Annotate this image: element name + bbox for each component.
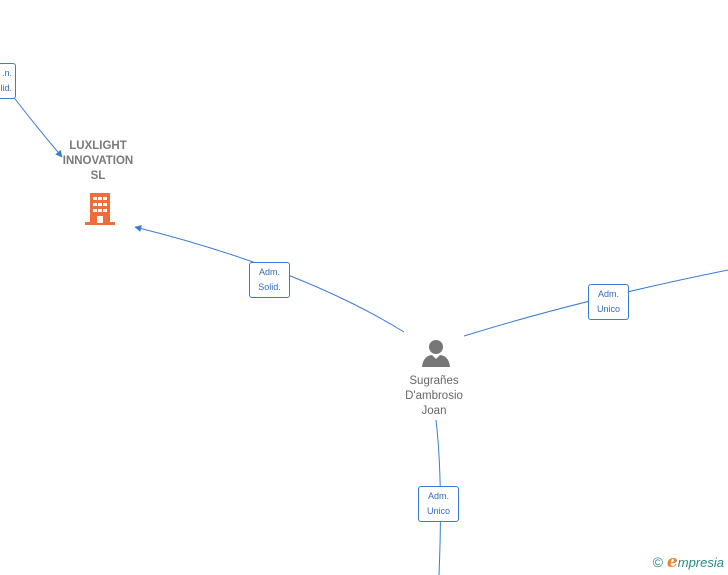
- brand-initial: e: [666, 552, 678, 572]
- edge-label-person-bottom[interactable]: Adm. Unico: [418, 486, 459, 522]
- person-name-line-2: D'ambrosio: [405, 390, 463, 402]
- copyright-symbol: ©: [652, 554, 663, 570]
- person-icon[interactable]: [421, 339, 451, 368]
- edge-label-person-company-line-2: Solid.: [258, 282, 281, 292]
- person-name-line-1: Sugrañes: [409, 375, 459, 387]
- company-name-line-1: LUXLIGHT: [69, 140, 127, 152]
- edge-label-person-bottom-line-2: Unico: [426, 506, 450, 516]
- building-icon[interactable]: [84, 192, 116, 226]
- edge-label-person-right-line-2: Unico: [596, 304, 620, 314]
- edge-label-person-company[interactable]: Adm. Solid.: [249, 262, 290, 298]
- edge-label-top-left-line-1: .n.: [1, 68, 12, 78]
- edge-label-person-bottom-line-1: Adm.: [427, 491, 449, 501]
- person-name-line-3: Joan: [421, 405, 447, 417]
- person-name[interactable]: Sugrañes D'ambrosio Joan: [384, 374, 484, 419]
- company-name-line-2: INNOVATION: [62, 155, 134, 167]
- edge-label-top-left-line-2: lid.: [0, 83, 12, 93]
- edge-label-person-right[interactable]: Adm. Unico: [588, 284, 629, 320]
- edge-label-top-left[interactable]: .n. lid.: [0, 63, 16, 99]
- company-name-line-3: SL: [90, 170, 106, 182]
- edge-top-left: [11, 94, 63, 158]
- brand-rest: mpresia: [677, 555, 724, 570]
- company-name[interactable]: LUXLIGHT INNOVATION SL: [48, 139, 148, 184]
- brand-logo: empresia: [667, 552, 724, 572]
- edge-label-person-right-line-1: Adm.: [597, 289, 619, 299]
- empresia-watermark: © empresia: [653, 552, 724, 572]
- edge-label-person-company-line-1: Adm.: [258, 267, 280, 277]
